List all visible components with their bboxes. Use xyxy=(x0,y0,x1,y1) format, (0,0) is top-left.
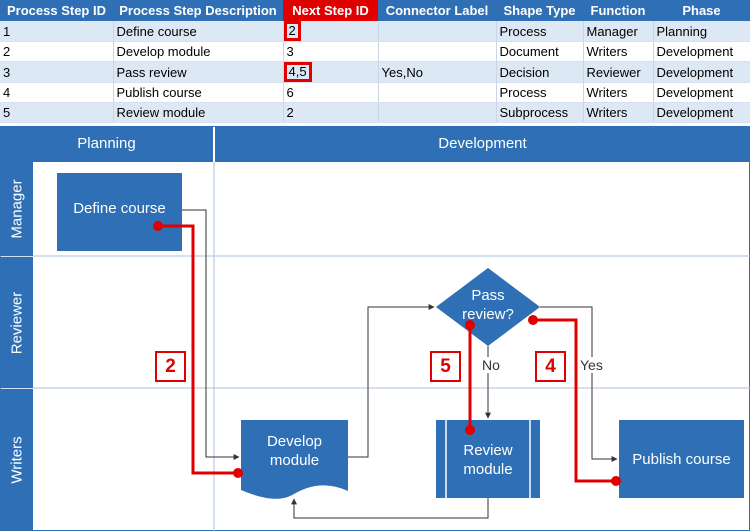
define-course-shape xyxy=(57,173,182,251)
cell-description[interactable]: Pass review xyxy=(113,61,284,83)
callout-step-5: 5 xyxy=(430,351,461,382)
cell-next-step-id[interactable]: 2 xyxy=(283,102,379,123)
pass-review-text-1: Pass xyxy=(471,287,505,304)
pass-review-text-2: review? xyxy=(462,306,514,323)
review-module-text-1: Review xyxy=(463,442,513,459)
highlight-path-4 xyxy=(533,318,616,483)
highlighted-value: 4,5 xyxy=(283,62,312,82)
header-next-step-id[interactable]: Next Step ID xyxy=(283,0,378,21)
cell-shape-type[interactable]: Decision xyxy=(496,61,584,83)
callout-step-4: 4 xyxy=(535,351,566,382)
cell-description[interactable]: Review module xyxy=(113,102,284,123)
cell-step-id[interactable]: 5 xyxy=(0,102,114,123)
highlight-dot xyxy=(153,221,163,231)
highlight-dot xyxy=(465,425,475,435)
publish-course-shape xyxy=(619,420,744,498)
table-row: 4 Publish course 6 Process Writers Devel… xyxy=(0,82,750,103)
develop-module-shape xyxy=(241,420,348,499)
cell-description[interactable]: Publish course xyxy=(113,82,284,103)
lane-header-writers: Writers xyxy=(0,389,33,531)
connector-label-no: No xyxy=(482,357,500,373)
lane-header-manager: Manager xyxy=(0,162,33,256)
connector-define-to-develop xyxy=(182,209,240,460)
table-row: 5 Review module 2 Subprocess Writers Dev… xyxy=(0,102,750,123)
cell-step-id[interactable]: 2 xyxy=(0,41,114,62)
cell-description[interactable]: Define course xyxy=(113,21,284,42)
cell-step-id[interactable]: 1 xyxy=(0,21,114,42)
lane-label: Reviewer xyxy=(8,291,25,354)
header-shape-type[interactable]: Shape Type xyxy=(496,0,583,21)
cell-next-step-id[interactable]: 6 xyxy=(283,82,379,103)
cell-phase[interactable]: Development xyxy=(653,82,750,103)
publish-course-label[interactable]: Publish course xyxy=(619,420,744,498)
review-module-text-2: module xyxy=(463,461,513,478)
highlight-dot xyxy=(465,320,475,330)
highlight-dot xyxy=(611,476,621,486)
lane-label: Manager xyxy=(8,179,25,239)
cell-connector-label[interactable] xyxy=(378,21,497,42)
publish-course-text: Publish course xyxy=(632,450,731,468)
cell-shape-type[interactable]: Subprocess xyxy=(496,102,584,123)
connector-label-yes: Yes xyxy=(580,357,603,373)
header-connector-label[interactable]: Connector Label xyxy=(378,0,496,21)
table-row: 1 Define course 2 Process Manager Planni… xyxy=(0,21,750,42)
cell-next-step-id[interactable]: 3 xyxy=(283,41,379,62)
define-course-text: Define course xyxy=(73,199,166,217)
cell-step-id[interactable]: 3 xyxy=(0,61,114,83)
define-course-label[interactable]: Define course xyxy=(57,173,182,243)
header-function[interactable]: Function xyxy=(583,0,653,21)
cell-next-step-id[interactable]: 4,5 xyxy=(283,61,379,83)
cell-phase[interactable]: Planning xyxy=(653,21,750,42)
cell-phase[interactable]: Development xyxy=(653,41,750,62)
cell-connector-label[interactable]: Yes,No xyxy=(378,61,497,83)
review-module-label[interactable]: Review module xyxy=(446,436,530,484)
highlight-path-2 xyxy=(158,224,237,475)
cell-shape-type[interactable]: Process xyxy=(496,82,584,103)
highlighted-value: 2 xyxy=(283,21,301,41)
table-row: 2 Develop module 3 Document Writers Deve… xyxy=(0,41,750,62)
cell-description[interactable]: Develop module xyxy=(113,41,284,62)
cell-phase[interactable]: Development xyxy=(653,61,750,83)
connector-review-to-develop xyxy=(291,498,489,519)
cell-function[interactable]: Writers xyxy=(583,41,654,62)
cell-function[interactable]: Manager xyxy=(583,21,654,42)
table-header-row: Process Step ID Process Step Description… xyxy=(0,0,750,21)
cell-next-step-id[interactable]: 2 xyxy=(283,21,379,42)
develop-module-text-2: module xyxy=(269,452,320,469)
header-phase[interactable]: Phase xyxy=(653,0,750,21)
cell-phase[interactable]: Development xyxy=(653,102,750,123)
highlight-dot xyxy=(233,468,243,478)
cell-shape-type[interactable]: Document xyxy=(496,41,584,62)
cell-function[interactable]: Writers xyxy=(583,102,654,123)
connector-yes xyxy=(540,306,618,462)
callout-step-2: 2 xyxy=(155,351,186,382)
phase-header-planning: Planning xyxy=(0,126,213,162)
cell-connector-label[interactable] xyxy=(378,102,497,123)
table-row: 3 Pass review 4,5 Yes,No Decision Review… xyxy=(0,61,750,83)
pass-review-shape xyxy=(436,268,540,346)
flowchart-canvas xyxy=(0,126,750,531)
cross-functional-flowchart: Planning Development Manager Reviewer Wr… xyxy=(0,126,750,531)
cell-shape-type[interactable]: Process xyxy=(496,21,584,42)
lane-header-reviewer: Reviewer xyxy=(0,257,33,388)
cell-connector-label[interactable] xyxy=(378,41,497,62)
review-module-shape xyxy=(436,420,540,498)
highlight-dot xyxy=(528,315,538,325)
connector-develop-to-review xyxy=(348,304,435,458)
develop-module-text-1: Develop xyxy=(266,433,323,450)
phase-header-development: Development xyxy=(215,126,750,162)
lane-label: Writers xyxy=(8,436,25,484)
process-data-table: Process Step ID Process Step Description… xyxy=(0,0,750,123)
cell-connector-label[interactable] xyxy=(378,82,497,103)
develop-module-label[interactable]: Develop module xyxy=(241,424,348,478)
pass-review-label[interactable]: Pass review? xyxy=(446,284,530,326)
header-process-step-description[interactable]: Process Step Description xyxy=(113,0,283,21)
cell-step-id[interactable]: 4 xyxy=(0,82,114,103)
cell-function[interactable]: Writers xyxy=(583,82,654,103)
header-process-step-id[interactable]: Process Step ID xyxy=(0,0,113,21)
cell-function[interactable]: Reviewer xyxy=(583,61,654,83)
